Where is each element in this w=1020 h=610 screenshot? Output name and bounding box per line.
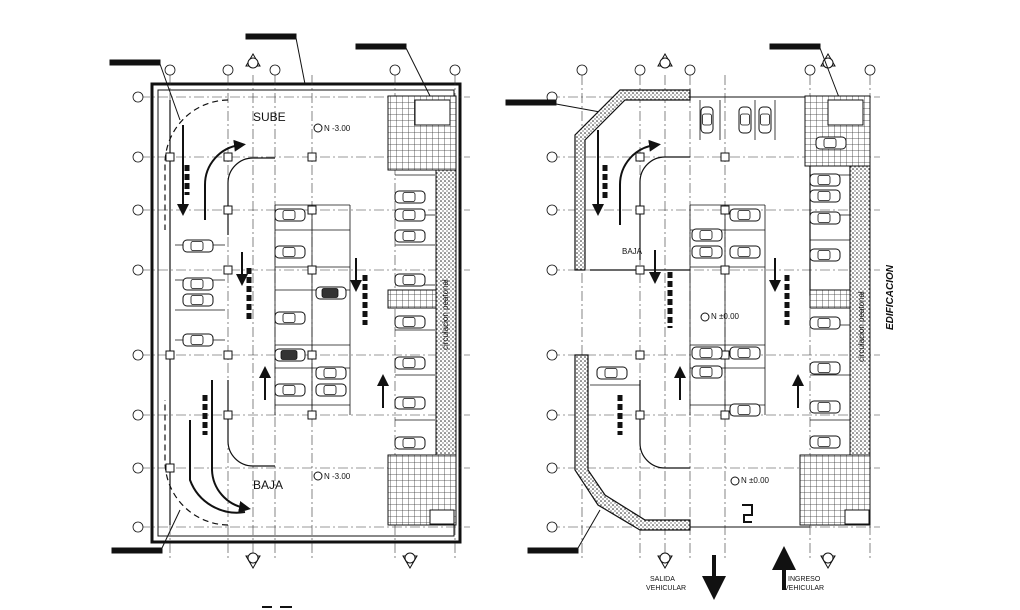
right-ramp-arrows <box>592 130 804 408</box>
right-lane-markings <box>602 165 790 435</box>
left-level-marker-top: N -3.00 <box>313 123 351 133</box>
left-pedestrian-circulation <box>387 95 457 526</box>
entry-label-line1: INGRESO <box>788 576 821 583</box>
left-parking-stalls <box>175 174 435 421</box>
left-lane-markings <box>184 165 368 435</box>
left-section-markers <box>109 33 431 569</box>
left-level-bottom-text: N -3.00 <box>324 472 351 481</box>
left-baja-label: BAJA <box>253 478 283 492</box>
right-level-marker-center: N ±0.00 <box>700 312 740 322</box>
vehicle-access: SALIDA VEHICULAR INGRESO VEHICULAR <box>646 546 824 600</box>
left-sube-label: SUBE <box>253 110 286 124</box>
left-basement-plan: SUBE BAJA N -3.00 N -3.00 circulacion pe… <box>109 33 470 569</box>
left-ramp <box>164 99 275 526</box>
left-level-top-text: N -3.00 <box>324 124 351 133</box>
left-level-marker-bottom: N -3.00 <box>313 471 351 481</box>
right-level-bottom-text: N ±0.00 <box>741 476 770 485</box>
right-ground-plan: BAJA N ±0.00 N ±0.00 circulacion peatona… <box>505 43 896 569</box>
exit-label-line2: VEHICULAR <box>646 585 686 592</box>
right-columns <box>635 152 730 420</box>
right-baja-label: BAJA <box>622 247 643 256</box>
left-axis-markers <box>132 64 461 533</box>
left-columns <box>165 152 317 473</box>
right-level-marker-bottom: N ±0.00 <box>730 476 770 486</box>
right-pedestrian-label: circulacion peatonal <box>857 291 866 362</box>
exit-label-line1: SALIDA <box>650 576 675 583</box>
right-pedestrian-circulation <box>799 95 871 526</box>
entry-label-line2: VEHICULAR <box>784 585 824 592</box>
right-parking-stalls <box>590 100 850 421</box>
left-ramp-arrows <box>177 125 389 514</box>
building-label: EDIFICACION <box>885 264 896 330</box>
right-level-center-text: N ±0.00 <box>711 312 740 321</box>
right-section-markers <box>505 43 841 569</box>
left-pedestrian-label: circulacion peatonal <box>441 279 450 350</box>
guard-booth-symbol <box>742 504 753 523</box>
